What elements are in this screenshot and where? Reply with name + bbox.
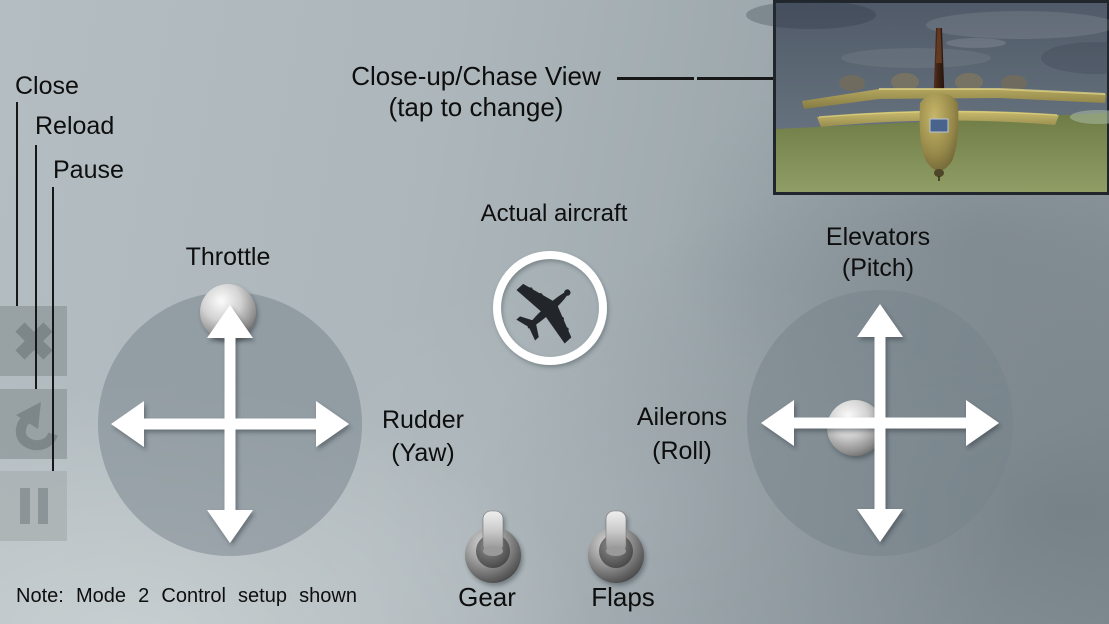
chase-view-aircraft [802,28,1106,181]
elevators-label-line1: Elevators [825,223,931,251]
rudder-label-line2: (Yaw) [391,439,455,467]
pause-button[interactable] [0,471,67,541]
close-x-icon [14,322,53,360]
gear-label: Gear [458,582,516,612]
aircraft-silhouette-icon [516,283,572,344]
rudder-label-line1: Rudder [382,406,464,434]
note-label: Note: Mode 2 Control setup shown [16,585,357,607]
chase-view-annotation-line [697,77,773,80]
elevators-label-line2: (Pitch) [841,254,915,282]
chase-view-annotation-label: Close-up/Chase View (tap to change) [330,61,622,123]
rudder-label: Rudder (Yaw) [363,404,483,470]
right-joystick-ailerons-elevators[interactable] [740,283,1020,563]
close-annotation-label: Close [15,72,79,100]
actual-aircraft-marker [493,251,607,365]
close-annotation-line [16,102,18,306]
chase-view-aircraft-render [746,1,1109,192]
chase-view-label-line2: (tap to change) [388,92,564,122]
pause-bars-icon [19,488,48,524]
ailerons-label: Ailerons (Roll) [622,400,742,468]
reload-button[interactable] [0,389,67,459]
pause-annotation-label: Pause [53,156,124,184]
ailerons-label-line2: (Roll) [652,437,712,465]
gear-switch-body[interactable] [465,510,521,583]
close-button[interactable] [0,306,67,376]
gear-switch[interactable] [461,489,525,593]
reload-annotation-line [35,145,37,389]
chase-view-annotation-line [617,77,694,80]
four-way-arrows-icon [761,304,999,542]
elevators-label: Elevators (Pitch) [808,222,948,284]
left-joystick-throttle-rudder[interactable] [90,284,370,564]
pause-annotation-line [52,187,54,471]
ailerons-label-line1: Ailerons [636,403,728,431]
undo-arrow-icon [15,402,58,451]
throttle-label: Throttle [185,243,271,271]
four-way-arrows-icon [111,305,349,543]
chase-view-label-line1: Close-up/Chase View [351,61,601,91]
reload-annotation-label: Reload [35,112,115,140]
actual-aircraft-label: Actual aircraft [480,200,628,227]
flaps-label: Flaps [591,582,655,612]
flaps-switch[interactable] [584,489,648,593]
flaps-switch-body[interactable] [588,510,644,583]
chase-view-viewport[interactable] [746,0,1109,195]
